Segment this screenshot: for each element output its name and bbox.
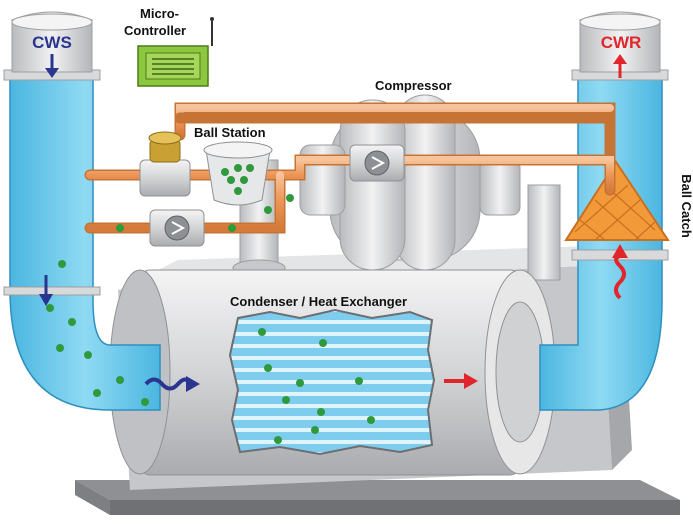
wavy-inflow-arrowhead-icon — [186, 376, 200, 392]
copper-lines — [84, 102, 616, 234]
wavy-return-arrowhead-icon — [612, 244, 628, 258]
cws-flow-down-arrow-icon — [39, 275, 53, 306]
riser-pipe-right — [527, 184, 561, 281]
balls-lines — [116, 194, 294, 232]
micro-controller-box — [137, 17, 214, 87]
cws-label: CWS — [32, 33, 72, 52]
tube-bundle-cutaway — [228, 308, 436, 456]
cws-pipe — [3, 11, 161, 411]
pump-lower — [149, 209, 205, 247]
ball-station-label: Ball Station — [194, 125, 266, 140]
compressor-label: Compressor — [375, 78, 452, 93]
wavy-return-arrow-icon — [614, 254, 626, 300]
ball-catch-strainer — [564, 160, 670, 241]
balls-cws — [46, 260, 149, 406]
cws-down-arrow-icon — [45, 54, 59, 78]
balls-condenser — [258, 328, 375, 444]
pump-upper — [349, 144, 405, 182]
cwr-label: CWR — [601, 33, 642, 52]
condenser-label: Condenser / Heat Exchanger — [230, 294, 407, 309]
cwr-up-arrow-icon — [613, 54, 627, 78]
micro-controller-label-line2: Controller — [124, 23, 186, 38]
ball-catch-label: Ball Catch — [679, 174, 693, 238]
solenoid-valve — [139, 131, 191, 197]
wavy-inflow-arrow-icon — [144, 377, 192, 391]
micro-controller-label-line1: Micro- — [140, 6, 179, 21]
flow-arrows — [39, 54, 628, 392]
condenser-exit-arrow-icon — [444, 373, 478, 389]
ball-station-vessel — [203, 141, 273, 206]
